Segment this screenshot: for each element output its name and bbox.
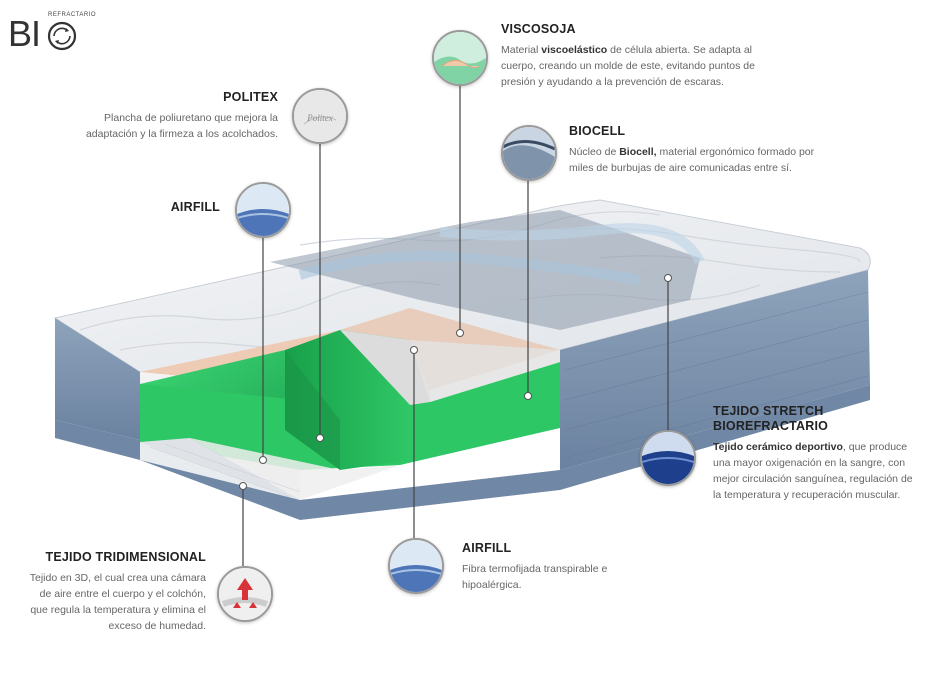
tejido-tridimensional-title: TEJIDO TRIDIMENSIONAL (45, 550, 206, 564)
tejido-3d-sample-icon (217, 566, 273, 622)
bio-refractario-logo: BI REFRACTARIO (8, 12, 96, 56)
airfill-sample-icon-top (235, 182, 291, 238)
airfill-bottom-title: AIRFILL (462, 541, 512, 555)
biocell-desc: Núcleo de Biocell, material ergonómico f… (569, 146, 815, 174)
logo-text: BI (8, 13, 41, 54)
viscosoja-label: VISCOSOJA Material viscoelástico de célu… (501, 22, 771, 90)
tejido-stretch-title-1: TEJIDO STRETCH (713, 404, 824, 418)
mattress-side-right (560, 270, 870, 470)
biocell-sample-icon (501, 125, 557, 181)
politex-sample-icon: Politex (292, 88, 348, 144)
airfill-bottom-label: AIRFILL Fibra termofijada transpirable e… (462, 541, 632, 593)
airfill-top-label: AIRFILL (120, 200, 220, 215)
biocell-label: BIOCELL Núcleo de Biocell, material ergo… (569, 124, 819, 176)
viscosoja-desc: Material viscoelástico de célula abierta… (501, 44, 755, 88)
pointer-lines (239, 84, 672, 566)
politex-title: POLITEX (223, 90, 278, 104)
biocell-title: BIOCELL (569, 124, 626, 138)
tejido-stretch-sample-icon (640, 430, 696, 486)
airfill-top-title: AIRFILL (170, 200, 220, 214)
tejido-3d-layer (140, 438, 300, 500)
refractario-ring-icon (47, 21, 77, 51)
viscosoja-sample-icon (432, 30, 488, 86)
tejido-stretch-label: TEJIDO STRETCH BIOREFRACTARIO Tejido cer… (713, 404, 913, 503)
svg-text:Politex: Politex (306, 113, 333, 123)
viscosoja-title: VISCOSOJA (501, 22, 576, 36)
tejido-tridimensional-desc: Tejido en 3D, el cual crea una cámara de… (29, 572, 206, 632)
airfill-bottom-desc: Fibra termofijada transpirable e hipoalé… (462, 563, 608, 591)
politex-desc: Plancha de poliuretano que mejora la ada… (85, 112, 278, 140)
tejido-stretch-title-2: BIOREFRACTARIO (713, 419, 829, 433)
biocell-surface-reveal (270, 210, 700, 330)
tejido-tridimensional-label: TEJIDO TRIDIMENSIONAL Tejido en 3D, el c… (20, 550, 206, 634)
logo-ring-text: REFRACTARIO (48, 12, 97, 18)
tejido-stretch-desc: Tejido cerámico deportivo, que produce u… (713, 441, 913, 501)
airfill-sample-icon-bottom (388, 538, 444, 594)
politex-label: POLITEX Plancha de poliuretano que mejor… (60, 90, 278, 142)
mattress-side-left (55, 318, 140, 440)
